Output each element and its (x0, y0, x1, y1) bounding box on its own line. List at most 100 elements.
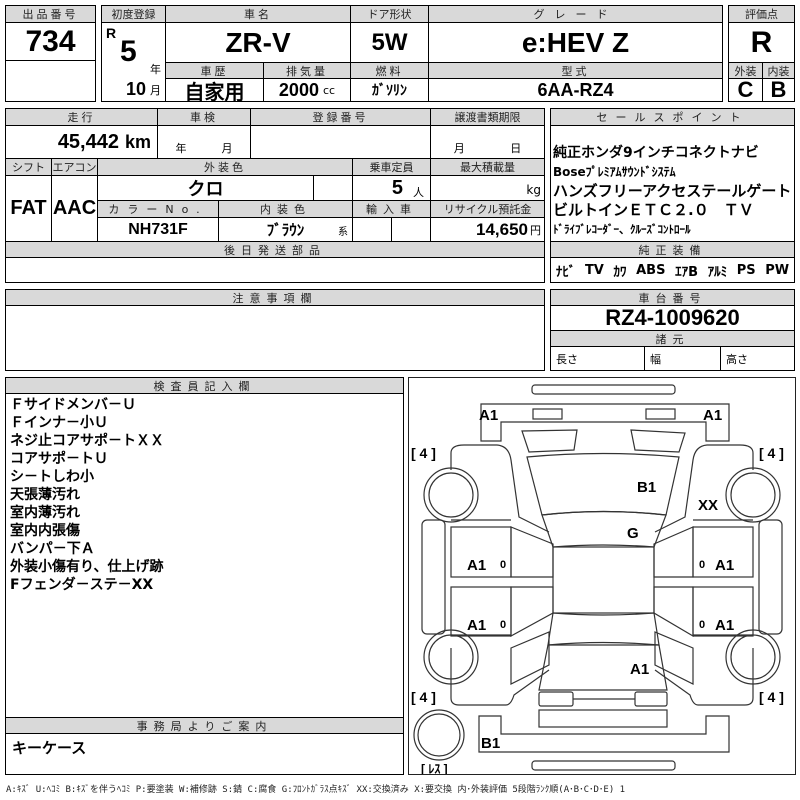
spec-height: 高さ (720, 346, 795, 371)
right-body (654, 444, 754, 706)
score-header: 評価点 (728, 5, 795, 23)
recycle-cell: 14,650 円 (430, 217, 545, 242)
grade: e:HEV Z (428, 22, 723, 63)
overall-score: R (728, 22, 795, 63)
ext-color-extra (313, 175, 353, 201)
damage-right-fender: XX (698, 497, 718, 514)
sales-points-header: セールスポイント (550, 108, 795, 126)
capacity-header: 乗車定員 (352, 158, 431, 176)
rear-bumper (478, 715, 730, 753)
year-unit: 年 (150, 63, 161, 76)
tire-tread-rl: [ 4 ] (411, 689, 436, 705)
door-mark: 0 (699, 619, 705, 631)
mileage-cell: 45,442 km (5, 125, 158, 159)
damage-rear-hatch: A1 (630, 661, 649, 678)
first-reg-month-cell: 10 月 (101, 78, 166, 102)
inspector-notes: Ｆサイドメンバ－Ｕ Ｆインナ－小Ｕ ネジ止コアサポ－トＸＸ コアサポ－トＵ シ－… (5, 393, 404, 718)
damage-rear-bumper: B1 (481, 735, 500, 752)
mileage-header: 走行 (5, 108, 158, 126)
front-marker (532, 408, 563, 420)
reg-number (250, 125, 431, 159)
month-unit: 月 (150, 83, 161, 97)
sales-point-line: Boseﾌﾟﾚﾐｱﾑｻｳﾝﾄﾞｼｽﾃﾑ (553, 165, 676, 179)
inspector-note: 室内薄汚れ (10, 505, 80, 521)
tire-tread-fl: [ 4 ] (411, 445, 436, 461)
damage-right-front-door: A1 (715, 557, 734, 574)
import-cell-2 (391, 217, 431, 242)
left-quarter (510, 631, 550, 685)
legend: A:ｷｽﾞ U:ﾍｺﾐ B:ｷｽﾞを伴うﾍｺﾐ P:要塗装 W:補修跡 S:錆 … (6, 785, 626, 795)
headlights (521, 429, 686, 453)
history-header: 車歴 (165, 62, 264, 79)
damage-left-rear-door: A1 (467, 617, 486, 634)
int-color-cell: ﾌﾞﾗｳﾝ 系 (218, 217, 353, 242)
right-sill (758, 519, 783, 635)
rear-plate-area (538, 709, 668, 728)
inspector-note: Fフェンダ－ステ－XX (10, 577, 154, 593)
equipment-item-alloy: ｱﾙﾐ (707, 264, 728, 280)
later-parts-header: 後日発送部品 (5, 241, 545, 258)
fuel-header: 燃料 (350, 62, 429, 79)
displacement-unit: cc (322, 83, 336, 97)
inspector-header: 検査員記入欄 (5, 377, 404, 394)
windshield (541, 510, 667, 548)
tire-icons (413, 467, 781, 761)
damage-hood: B1 (637, 479, 656, 496)
reg-year: 5 (120, 35, 137, 68)
ext-score-header: 外装 (728, 62, 763, 79)
inspector-note: Ｆサイドメンバ－Ｕ (10, 397, 136, 413)
lot-blank (5, 60, 96, 102)
equipment-item-ps: PS (736, 262, 756, 278)
door-mark: 0 (500, 619, 506, 631)
int-color-header: 内装色 (218, 200, 353, 218)
sales-point-line: ﾄﾞﾗｲﾌﾞﾚｺｰﾀﾞｰ、ｸﾙｰｽﾞｺﾝﾄﾛｰﾙ (553, 223, 691, 236)
lot-header: 出品番号 (5, 5, 96, 23)
right-quarter (654, 631, 694, 685)
right-windows (653, 526, 694, 638)
color-no: NH731F (97, 217, 219, 242)
front-bumper (480, 403, 730, 442)
chassis-header: 車台番号 (550, 289, 795, 306)
capacity-cell: 5 人 (352, 175, 431, 201)
inspector-note: シ－トしわ小 (10, 469, 94, 485)
transfer-deadline-cell: 月 日 (430, 125, 545, 159)
deadline-month-unit: 月 (453, 142, 465, 155)
car-outline (413, 384, 783, 771)
displacement-cell: 2000 cc (263, 78, 351, 102)
equipment-item-leather: ｶﾜ (613, 264, 627, 280)
equipment-item-airbag: ｴｱB (675, 264, 699, 280)
front-marker (645, 408, 676, 420)
left-sill (421, 519, 446, 635)
damage-windshield: G (627, 525, 639, 542)
tire-tread-rr: [ 4 ] (759, 689, 784, 705)
office-note: キーケース (5, 733, 404, 775)
spare-tire-status: [ ﾚｽ ] (421, 762, 448, 774)
inspector-note: 外装小傷有り、仕上げ跡 (10, 559, 164, 575)
first-reg-year-cell: R 5 年 (101, 22, 166, 79)
color-no-header: カラーNo. (97, 200, 219, 218)
inspector-note: バンパ－下Ａ (10, 541, 95, 557)
shaken-year-unit: 年 (175, 142, 187, 155)
deadline-day-unit: 日 (510, 142, 522, 155)
rear-bar (531, 760, 676, 771)
reg-number-header: 登録番号 (250, 108, 431, 126)
int-color-suffix: 系 (338, 227, 348, 238)
ext-color: クロ (97, 175, 314, 201)
lot-number: 734 (5, 22, 96, 61)
equipment-list: ﾅﾋﾞ TV ｶﾜ ABS ｴｱB ｱﾙﾐ PS PW (550, 257, 795, 283)
grade-header: グレード (428, 5, 723, 23)
sales-point-line: ビルトインＥＴＣ２.０ ＴＶ (553, 201, 754, 219)
left-body (450, 444, 550, 706)
shaken-month-unit: 月 (221, 142, 233, 155)
front-bar (531, 384, 676, 395)
damage-front-right: A1 (703, 407, 722, 424)
inspector-note: ネジ止コアサポ－トＸＸ (10, 433, 164, 449)
int-score-header: 内装 (762, 62, 795, 79)
sales-point-line: ハンズフリーアクセステールゲート (553, 182, 792, 200)
ext-color-header: 外装色 (97, 158, 353, 176)
shift: FAT (5, 175, 52, 242)
ext-score: C (728, 78, 763, 102)
spec-length: 長さ (550, 346, 645, 371)
max-load-header: 最大積載量 (430, 158, 545, 176)
recycle-fee: 14,650 (476, 219, 528, 239)
